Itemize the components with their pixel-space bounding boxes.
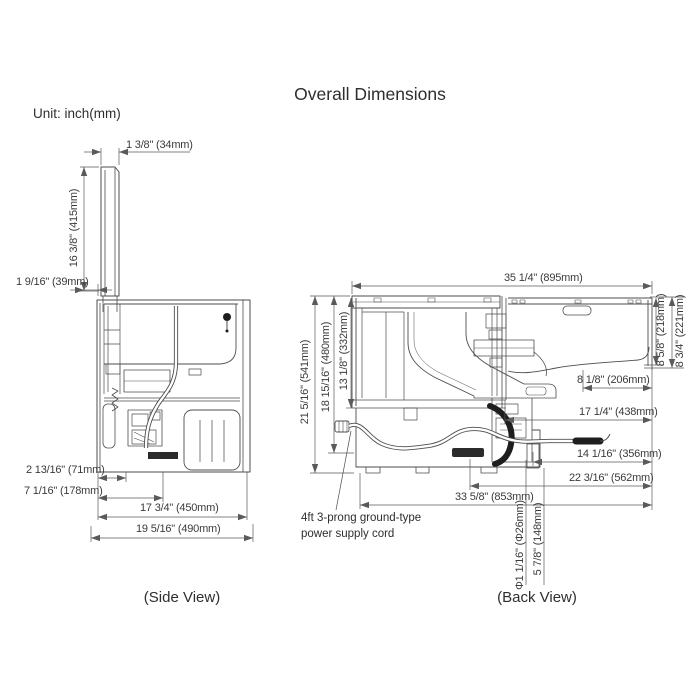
dim-450mm: 17 3/4" (450mm) [140,502,219,514]
side-view-dimension-lines [70,148,254,542]
page-title: Overall Dimensions [294,84,446,104]
dim-332mm: 13 1/8" (332mm) [338,311,350,391]
dim-71mm: 2 13/16" (71mm) [26,464,105,476]
base-and-feet [355,408,541,474]
dim-178mm: 7 1/16" (178mm) [24,485,103,497]
dim-door-thickness: 1 3/8" (34mm) [126,139,193,151]
storage-bin [351,296,653,408]
dim-door-offset: 1 9/16" (39mm) [16,276,89,288]
dim-490mm: 19 5/16" (490mm) [136,523,221,535]
power-cord-note-line2: power supply cord [301,528,395,540]
dim-148mm: 5 7/8" (148mm) [532,502,544,576]
side-view-drawing [96,166,251,473]
cabinet-body [96,299,251,473]
power-cord [334,420,611,451]
dim-door-height: 16 3/8" (415mm) [68,188,80,268]
power-cord-note-line1: 4ft 3-prong ground-type [301,512,422,524]
back-view-caption: (Back View) [497,589,577,606]
cord-leader-line [335,430,352,511]
pump-assembly [452,398,540,469]
dim-206mm: 8 1/8" (206mm) [577,374,650,386]
unit-note: Unit: inch(mm) [33,106,121,121]
back-view-dimension-lines [310,281,684,585]
back-view-drawing [334,295,653,511]
dim-853mm: 33 5/8" (853mm) [455,491,534,503]
dim-221mm: 8 3/4" (221mm) [674,294,686,368]
side-view-caption: (Side View) [143,589,221,606]
dim-480mm: 18 15/16" (480mm) [320,321,332,413]
dim-438mm: 17 1/4" (438mm) [579,406,658,418]
dim-541mm: 21 5/16" (541mm) [299,339,311,425]
dim-218mm: 8 5/8" (218mm) [655,293,667,367]
dim-895mm: 35 1/4" (895mm) [504,272,583,284]
dim-562mm: 22 3/16" (562mm) [569,472,654,484]
machine-compartment [352,308,557,421]
dim-dia-26mm: Φ1 1/16" (Φ26mm) [514,500,526,590]
dim-356mm: 14 1/16" (356mm) [577,448,662,460]
thermostat-knob [223,313,231,333]
